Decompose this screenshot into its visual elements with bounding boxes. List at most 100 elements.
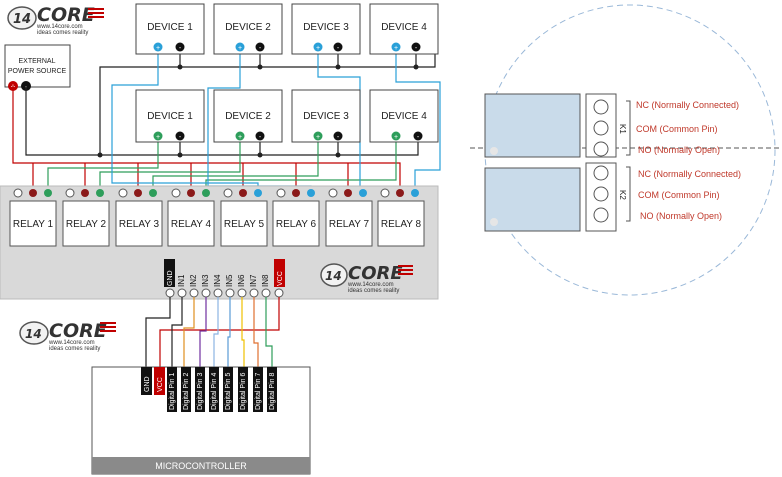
svg-text:CORE: CORE (49, 320, 107, 342)
svg-text:Digital Pin 8: Digital Pin 8 (269, 373, 276, 410)
relay-terminals (13, 188, 419, 198)
relay-7: RELAY 7 (325, 200, 373, 247)
svg-text:EXTERNAL: EXTERNAL (19, 58, 56, 65)
svg-text:ideas comes reality: ideas comes reality (37, 30, 88, 36)
svg-text:14: 14 (13, 12, 31, 27)
svg-text:POWER SOURCE: POWER SOURCE (8, 68, 67, 75)
svg-text:Digital Pin 2: Digital Pin 2 (183, 373, 190, 410)
svg-text:NC (Normally Connected): NC (Normally Connected) (638, 169, 741, 179)
svg-text:+: + (394, 45, 398, 52)
svg-text:NO (Normally Open): NO (Normally Open) (638, 145, 720, 155)
svg-text:MICROCONTROLLER: MICROCONTROLLER (155, 461, 247, 471)
svg-text:NO (Normally Open): NO (Normally Open) (640, 211, 722, 221)
svg-text:CORE: CORE (37, 4, 95, 26)
svg-text:K1: K1 (618, 124, 627, 134)
svg-text:DEVICE 2: DEVICE 2 (225, 22, 271, 33)
relay-6: RELAY 6 (272, 200, 320, 247)
relay-1: RELAY 1 (9, 200, 57, 247)
relay-2: RELAY 2 (62, 200, 110, 247)
relay-5: RELAY 5 (220, 200, 268, 247)
svg-text:COM (Common Pin): COM (Common Pin) (638, 190, 720, 200)
svg-text:IN5: IN5 (225, 274, 234, 287)
device-bottom-2: DEVICE 2 + - (213, 89, 283, 143)
svg-text:RELAY 3: RELAY 3 (119, 219, 160, 230)
svg-text:K2: K2 (618, 190, 627, 200)
logo-top: 14 CORE www.14core.com ideas comes reali… (7, 4, 104, 36)
svg-text:DEVICE 4: DEVICE 4 (381, 111, 427, 122)
signal-wires (145, 297, 280, 370)
svg-text:DEVICE 1: DEVICE 1 (147, 111, 193, 122)
svg-text:RELAY 4: RELAY 4 (171, 219, 212, 230)
relay-detail-view: K1 K2 NC (Normally Connected) COM (Commo… (470, 4, 782, 296)
svg-text:GND: GND (144, 376, 151, 392)
relay-4: RELAY 4 (167, 200, 215, 247)
device-bottom-1: DEVICE 1 + - (135, 89, 205, 143)
svg-text:Digital Pin 4: Digital Pin 4 (211, 373, 218, 410)
svg-text:COM (Common Pin): COM (Common Pin) (636, 124, 718, 134)
svg-text:+: + (394, 134, 398, 141)
svg-text:www.14core.com: www.14core.com (48, 340, 95, 346)
devices-top-row: DEVICE 1 + - DEVICE 2 + - DEVICE 3 + - D… (135, 3, 439, 55)
svg-text:IN3: IN3 (201, 274, 210, 287)
microcontroller: MICROCONTROLLER GND VCC Digital Pin 1 Di… (91, 366, 311, 475)
svg-text:Digital Pin 3: Digital Pin 3 (197, 373, 204, 410)
svg-text:DEVICE 2: DEVICE 2 (225, 111, 271, 122)
svg-text:Digital Pin 1: Digital Pin 1 (169, 373, 176, 410)
svg-text:Digital Pin 7: Digital Pin 7 (255, 373, 262, 410)
svg-text:DEVICE 4: DEVICE 4 (381, 22, 427, 33)
svg-text:DEVICE 3: DEVICE 3 (303, 22, 349, 33)
device-top-2: DEVICE 2 + - (213, 3, 283, 55)
svg-text:VCC: VCC (157, 377, 164, 392)
svg-text:+: + (156, 45, 160, 52)
logo-module: 14 CORE www.14core.com ideas comes reali… (320, 263, 413, 294)
device-bottom-4: DEVICE 4 + - (369, 89, 439, 143)
svg-text:CORE: CORE (348, 263, 403, 284)
svg-text:IN6: IN6 (237, 274, 246, 287)
svg-text:ideas comes reality: ideas comes reality (348, 288, 399, 294)
svg-text:GND: GND (167, 270, 174, 286)
svg-text:+: + (238, 134, 242, 141)
devices-bottom-row: DEVICE 1 + - DEVICE 2 + - DEVICE 3 + - D… (135, 89, 439, 143)
svg-text:-: - (179, 45, 182, 52)
svg-text:-: - (259, 45, 262, 52)
svg-text:ideas comes reality: ideas comes reality (49, 346, 100, 352)
svg-text:RELAY 5: RELAY 5 (224, 219, 265, 230)
svg-text:14: 14 (325, 269, 342, 283)
svg-text:+: + (316, 134, 320, 141)
svg-text:IN8: IN8 (261, 274, 270, 287)
device-top-1: DEVICE 1 + - (135, 3, 205, 55)
svg-text:www.14core.com: www.14core.com (36, 24, 83, 30)
svg-text:www.14core.com: www.14core.com (347, 282, 394, 288)
svg-text:+: + (316, 45, 320, 52)
svg-text:-: - (259, 134, 262, 141)
relay-module: RELAY 1 RELAY 2 RELAY 3 RELAY 4 RELAY 5 … (0, 185, 439, 300)
svg-text:IN4: IN4 (213, 274, 222, 287)
svg-text:-: - (337, 134, 340, 141)
svg-text:Digital Pin 5: Digital Pin 5 (225, 373, 232, 410)
svg-text:-: - (415, 45, 418, 52)
svg-text:RELAY 2: RELAY 2 (66, 219, 107, 230)
device-top-4: DEVICE 4 + - (369, 3, 439, 55)
svg-text:14: 14 (25, 327, 42, 341)
svg-text:VCC: VCC (277, 271, 284, 286)
svg-text:RELAY 8: RELAY 8 (381, 219, 422, 230)
svg-text:+: + (238, 45, 242, 52)
svg-text:RELAY 6: RELAY 6 (276, 219, 317, 230)
svg-text:RELAY 7: RELAY 7 (329, 219, 370, 230)
svg-text:-: - (179, 134, 182, 141)
svg-text:NC (Normally Connected): NC (Normally Connected) (636, 100, 739, 110)
svg-text:RELAY 1: RELAY 1 (13, 219, 54, 230)
relay-3: RELAY 3 (115, 200, 163, 247)
logo-mid: 14 CORE www.14core.com ideas comes reali… (19, 320, 116, 352)
svg-text:IN2: IN2 (189, 274, 198, 287)
svg-text:IN7: IN7 (249, 274, 258, 287)
device-top-3: DEVICE 3 + - (291, 3, 361, 55)
svg-text:DEVICE 3: DEVICE 3 (303, 111, 349, 122)
relay-8: RELAY 8 (377, 200, 425, 247)
device-bottom-3: DEVICE 3 + - (291, 89, 361, 143)
svg-text:+: + (156, 134, 160, 141)
svg-text:Digital Pin 6: Digital Pin 6 (240, 373, 247, 410)
external-power-source: EXTERNAL POWER SOURCE + - (4, 44, 71, 91)
svg-text:-: - (337, 45, 340, 52)
